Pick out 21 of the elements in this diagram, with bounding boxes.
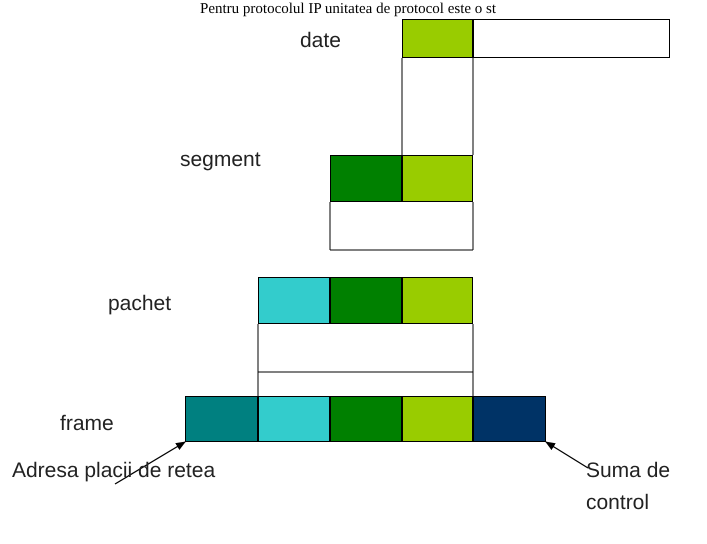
field-block: [402, 277, 473, 324]
field-block: [402, 396, 473, 442]
heading-text: Pentru protocolul IP unitatea de protocol este o st: [200, 1, 496, 17]
row-label: date: [300, 28, 342, 54]
field-block: [402, 155, 473, 202]
leader-arrow: [545, 441, 588, 469]
row-label: frame: [60, 411, 115, 437]
field-block: [402, 19, 473, 58]
row-label: segment: [180, 147, 262, 173]
field-block: [473, 19, 670, 58]
field-block: [258, 277, 330, 324]
leader-arrow: [114, 441, 186, 485]
callout-text: Adresa placii de retea: [12, 455, 242, 487]
field-block: [258, 396, 330, 442]
callout-text: Suma de control: [586, 455, 706, 519]
field-block: [473, 396, 546, 442]
field-block: [330, 396, 402, 442]
field-block: [330, 277, 402, 324]
field-block: [330, 155, 402, 202]
field-block: [185, 396, 258, 442]
row-label: pachet: [108, 291, 172, 317]
